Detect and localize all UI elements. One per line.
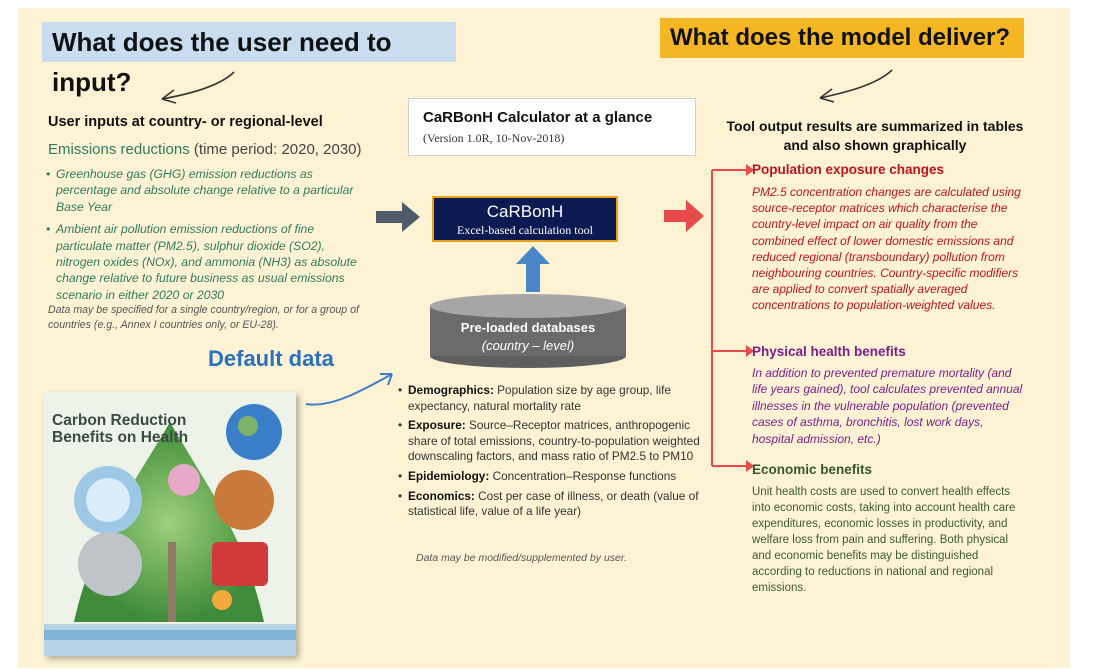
database-item-label: Epidemiology: bbox=[408, 468, 490, 483]
emissions-period: (time period: 2020, 2030) bbox=[193, 141, 362, 158]
calculation-tool-box: CaRBonH Excel-based calculation tool bbox=[432, 196, 618, 242]
input-arrow-icon bbox=[376, 202, 420, 232]
database-item-label: Economics: bbox=[408, 488, 475, 503]
database-item: Demographics: Population size by age gro… bbox=[398, 383, 708, 414]
tool-subtitle: Excel-based calculation tool bbox=[457, 223, 593, 237]
default-data-label: Default data bbox=[208, 346, 334, 371]
physical-health-text: In addition to prevented premature morta… bbox=[752, 366, 1023, 446]
emissions-list: Greenhouse gas (GHG) emission reductions… bbox=[46, 166, 364, 303]
database-item: Exposure: Source–Receptor matrices, anth… bbox=[398, 418, 708, 465]
output-connector-icon bbox=[711, 164, 754, 472]
database-item-text: Concentration–Response functions bbox=[492, 468, 677, 483]
book-title: Carbon Reduction Benefits on Health bbox=[52, 412, 188, 446]
database-item-label: Demographics: bbox=[408, 383, 494, 397]
curly-arrow-right-icon bbox=[819, 69, 893, 103]
database-item-text: Cost per case of illness, or death (valu… bbox=[408, 488, 699, 519]
database-cylinder-top bbox=[430, 294, 626, 318]
database-subtitle: (country – level) bbox=[481, 338, 575, 353]
input-heading: User inputs at country- or regional-leve… bbox=[48, 114, 323, 130]
emission-bullet: Greenhouse gas (GHG) emission reductions… bbox=[46, 166, 364, 215]
input-note: Data may be specified for a single count… bbox=[48, 304, 359, 331]
glance-version: (Version 1.0R, 10-Nov-2018) bbox=[423, 131, 565, 145]
database-note: Data may be modified/supplemented by use… bbox=[416, 552, 627, 564]
book-title-line: Carbon Reduction bbox=[52, 412, 187, 429]
database-item: Economics: Cost per case of illness, or … bbox=[398, 489, 708, 520]
output-arrow-icon bbox=[664, 200, 704, 232]
emissions-heading: Emissions reductions (time period: 2020,… bbox=[48, 141, 362, 158]
curly-arrow-left-icon bbox=[161, 71, 235, 104]
economic-benefits-title: Economic benefits bbox=[752, 462, 873, 477]
database-item-text: Source–Receptor matrices, anthropogenic … bbox=[408, 418, 700, 464]
book-illustration bbox=[44, 392, 296, 656]
default-data-arrow-icon bbox=[305, 373, 393, 406]
population-exposure-title: Population exposure changes bbox=[752, 162, 945, 177]
book-cover-image: Carbon Reduction Benefits on Health bbox=[44, 392, 296, 656]
economic-benefits-text: Unit health costs are used to convert he… bbox=[752, 486, 1016, 594]
database-item-text: Population size by age group, life expec… bbox=[408, 383, 671, 413]
glance-box: CaRBonH Calculator at a glance (Version … bbox=[408, 98, 696, 156]
physical-health-title: Physical health benefits bbox=[752, 344, 906, 359]
output-banner: What does the model deliver? bbox=[660, 18, 1024, 58]
book-title-line: Benefits on Health bbox=[52, 429, 189, 446]
tool-name: CaRBonH bbox=[486, 202, 564, 221]
input-banner: What does the user need to input? bbox=[42, 22, 456, 97]
database-list: Demographics: Population size by age gro… bbox=[398, 383, 708, 524]
database-arrow-icon bbox=[516, 246, 550, 292]
database-item: Epidemiology: Concentration–Response fun… bbox=[398, 469, 708, 485]
output-heading: Tool output results are summarized in ta… bbox=[726, 118, 1024, 153]
population-exposure-text: PM2.5 concentration changes are calculat… bbox=[752, 185, 1021, 313]
database-title: Pre-loaded databases bbox=[460, 320, 596, 335]
database-item-label: Exposure: bbox=[408, 418, 466, 433]
glance-title: CaRBonH Calculator at a glance bbox=[423, 109, 653, 126]
emissions-title: Emissions reductions bbox=[48, 141, 190, 158]
emission-bullet: Ambient air pollution emission reduction… bbox=[46, 221, 364, 303]
